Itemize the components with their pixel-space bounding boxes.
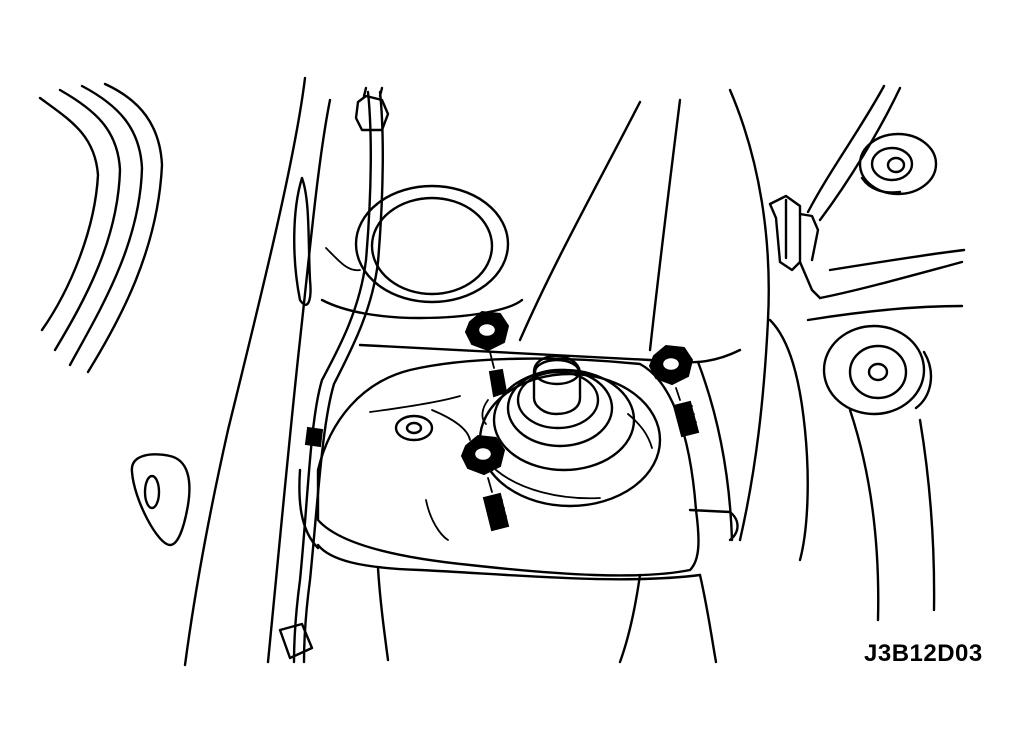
washer-icon bbox=[394, 414, 434, 442]
figure-code-label: J3B12D03 bbox=[864, 640, 983, 667]
pillar-icon bbox=[183, 76, 332, 667]
bushing-icon bbox=[822, 324, 933, 416]
side-bracket-icon bbox=[768, 84, 966, 622]
strut-mount-icon bbox=[478, 354, 662, 508]
bushing-icon bbox=[858, 132, 938, 196]
access-hole-icon bbox=[320, 184, 524, 320]
door-frame-icon bbox=[38, 82, 164, 374]
body-hole-icon bbox=[130, 453, 191, 547]
wiring-harness-icon bbox=[278, 86, 390, 664]
wheelhouse-panel-icon bbox=[298, 88, 809, 664]
mounting-nut-icon bbox=[460, 310, 700, 532]
